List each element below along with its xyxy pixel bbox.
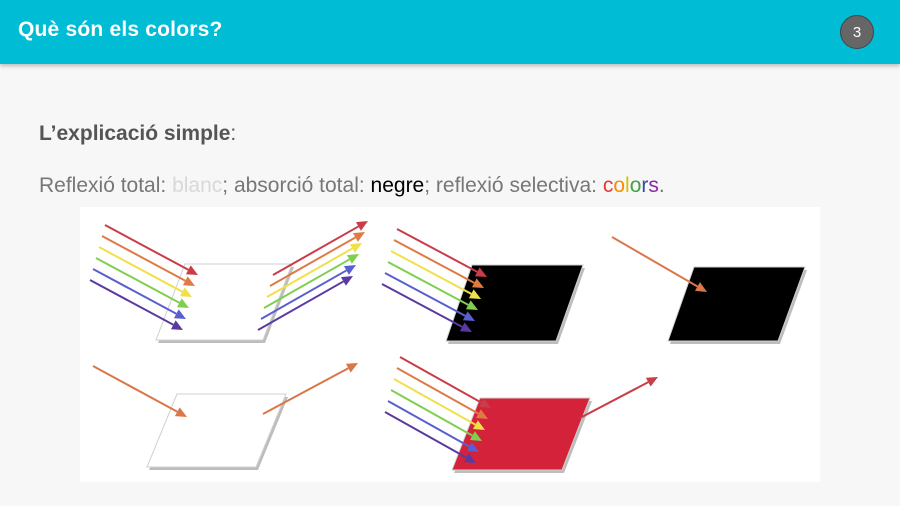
incoming-spectrum-3-2-head [472, 420, 485, 430]
incoming-spectrum-2-4-ray [384, 272, 466, 317]
light-reflection-figure [80, 207, 820, 482]
incoming-spectrum-3-4-head [466, 442, 479, 452]
incoming-spectrum-1-1-ray [101, 235, 186, 282]
reflected-spectrum-1-2-head [349, 243, 362, 253]
incoming-spectrum-1-3-head [176, 298, 189, 308]
incoming-spectrum-2-5-head [459, 322, 472, 332]
incoming-spectrum-2-0-head [474, 267, 487, 277]
incoming-spectrum-1-1-head [182, 276, 195, 286]
incoming-spectrum-2-2-ray [390, 250, 472, 295]
selective-red-reflected-head [645, 377, 658, 387]
incoming-spectrum-2-4-head [462, 311, 475, 321]
single-ray-reflected-ray [262, 367, 349, 415]
page-number-badge: 3 [840, 15, 874, 49]
white-surface-2 [146, 393, 287, 468]
incoming-spectrum-2-0-ray [396, 228, 478, 273]
incoming-spectrum-3-0-ray [399, 356, 482, 404]
incoming-spectrum-3-0-head [478, 398, 491, 408]
reflected-spectrum-1-3-ray [263, 258, 350, 309]
summary-part2: ; absorció total: [222, 174, 371, 197]
incoming-spectrum-3-4-ray [387, 400, 470, 448]
colors-letter: o [629, 174, 642, 197]
incoming-spectrum-1-4-ray [92, 268, 177, 315]
incoming-spectrum-1-0-head [185, 265, 198, 275]
single-ray-incoming-ray [92, 365, 178, 413]
incoming-spectrum-2-3-head [465, 300, 478, 310]
summary-part1: Reflexió total: [39, 174, 173, 197]
colors-letter: s [648, 174, 659, 197]
reflected-spectrum-1-5-head [340, 276, 353, 286]
incoming-spectrum-1-3-ray [95, 257, 180, 304]
incoming-spectrum-3-1-ray [396, 367, 479, 415]
incoming-spectrum-2-1-head [471, 278, 484, 288]
subtitle: L’explicació simple: [39, 122, 236, 146]
single-ray-absorbed-head [694, 282, 707, 292]
incoming-spectrum-1-0-ray [104, 224, 189, 271]
incoming-spectrum-1-4-head [173, 309, 186, 319]
incoming-spectrum-2-5-ray [381, 283, 463, 328]
incoming-spectrum-1-2-head [179, 287, 192, 297]
slide-title: Què són els colors? [18, 18, 223, 41]
summary-line: Reflexió total: blanc; absorció total: n… [39, 174, 665, 198]
colors-letter: r [641, 174, 649, 197]
single-ray-incoming-head [174, 407, 187, 417]
reflected-spectrum-1-0-head [355, 221, 368, 231]
reflected-spectrum-1-5-ray [257, 280, 344, 331]
slide-header: Què són els colors? 3 [0, 0, 900, 64]
red-surface [451, 397, 591, 471]
colors-letter: c [602, 174, 614, 197]
reflected-spectrum-1-0-ray [272, 225, 359, 276]
incoming-spectrum-3-2-ray [393, 378, 476, 426]
reflection-diagram [89, 221, 807, 473]
colors-letter: l [625, 174, 630, 197]
incoming-spectrum-1-5-head [170, 320, 183, 330]
word-colors: colors [603, 174, 659, 197]
reflected-spectrum-1-2-ray [266, 247, 353, 298]
incoming-spectrum-3-1-head [475, 409, 488, 419]
summary-part4: . [658, 174, 665, 197]
incoming-spectrum-1-5-ray [89, 279, 174, 326]
incoming-spectrum-3-3-head [469, 431, 482, 441]
reflected-spectrum-1-4-head [343, 265, 356, 275]
incoming-spectrum-3-5-ray [384, 411, 467, 459]
reflected-spectrum-1-1-head [352, 232, 365, 242]
word-negre: negre [370, 174, 425, 197]
reflected-spectrum-1-3-head [346, 254, 359, 264]
reflected-spectrum-1-1-ray [269, 236, 356, 287]
colors-letter: o [613, 174, 626, 197]
incoming-spectrum-3-5-head [463, 453, 476, 463]
single-ray-absorbed-ray [611, 236, 698, 288]
subtitle-bold: L’explicació simple [39, 122, 231, 145]
incoming-spectrum-2-1-ray [393, 239, 475, 284]
incoming-spectrum-2-3-ray [387, 261, 469, 306]
selective-red-reflected-ray [579, 381, 649, 419]
word-blanc: blanc [172, 174, 223, 197]
subtitle-colon: : [230, 122, 237, 145]
summary-part3: ; reflexió selectiva: [424, 174, 603, 197]
reflected-spectrum-1-4-ray [260, 269, 347, 320]
incoming-spectrum-3-3-ray [390, 389, 473, 437]
incoming-spectrum-1-2-ray [98, 246, 183, 293]
single-ray-reflected-head [345, 363, 358, 373]
incoming-spectrum-2-2-head [468, 289, 481, 299]
